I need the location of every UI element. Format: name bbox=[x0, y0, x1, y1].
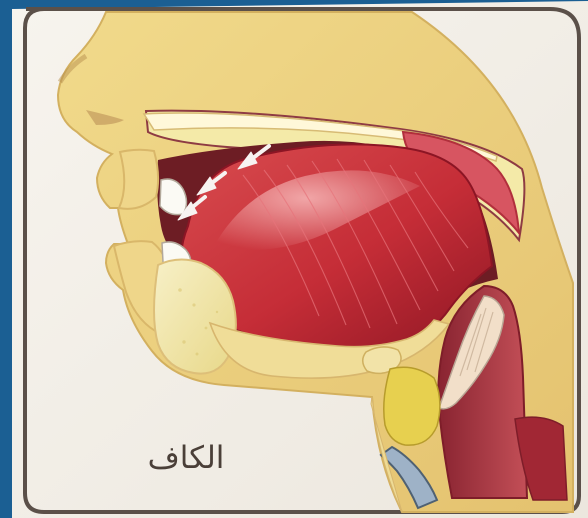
upper-lip bbox=[119, 150, 158, 209]
caption-label: الكاف bbox=[118, 432, 254, 484]
larynx-cartilage bbox=[384, 367, 440, 445]
